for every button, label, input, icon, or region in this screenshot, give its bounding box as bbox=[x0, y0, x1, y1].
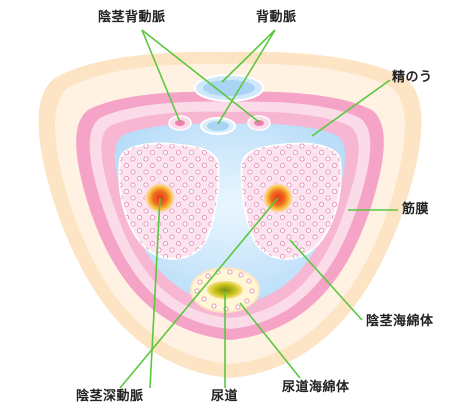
dorsal-vein-lumen bbox=[203, 80, 255, 96]
label-dorsal-artery: 背動脈 bbox=[256, 10, 297, 25]
label-seminal-duct: 精のう bbox=[392, 70, 433, 85]
label-urethra: 尿道 bbox=[211, 389, 239, 404]
label-deep-artery: 陰茎深動脈 bbox=[76, 389, 144, 404]
label-deep-dorsal-vein: 陰茎背動脈 bbox=[98, 10, 166, 25]
right-dorsal-artery-lumen bbox=[254, 120, 264, 126]
pointer-lines bbox=[119, 29, 398, 389]
urethra-lumen bbox=[207, 281, 243, 299]
label-corpus-spongiosum: 尿道海綿体 bbox=[282, 380, 350, 395]
seminal-small-lumen bbox=[207, 121, 229, 131]
label-fascia: 筋膜 bbox=[402, 202, 430, 217]
label-corpus-cavernosum: 陰茎海綿体 bbox=[366, 314, 434, 329]
left-dorsal-artery-lumen bbox=[175, 120, 185, 126]
